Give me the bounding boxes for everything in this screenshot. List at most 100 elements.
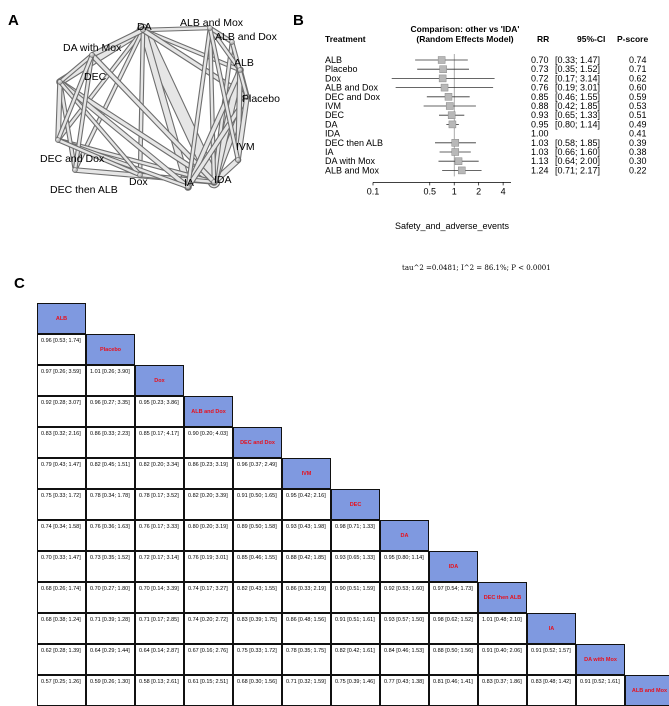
network-node: [57, 79, 63, 85]
network-edge-highlight: [208, 26, 216, 184]
league-cell: 0.78 [0.17; 3.52]: [135, 489, 184, 520]
forest-row-pscore: 0.22: [629, 165, 647, 175]
league-empty-cell: [576, 334, 625, 365]
league-cell: 0.91 [0.52; 1.61]: [576, 675, 625, 706]
league-cell: 0.96 [0.37; 2.49]: [233, 458, 282, 489]
league-row: 0.70 [0.33; 1.47]0.73 [0.35; 1.52]0.72 […: [37, 551, 669, 582]
forest-plot: Treatment Comparison: other vs 'IDA' (Ra…: [325, 24, 648, 231]
league-empty-cell: [331, 458, 380, 489]
network-node-label: IVM: [236, 141, 255, 153]
league-cell: 0.76 [0.36; 1.63]: [86, 520, 135, 551]
league-row: 0.68 [0.38; 1.24]0.71 [0.39; 1.28]0.71 […: [37, 613, 669, 644]
league-cell: 0.76 [0.17; 3.33]: [135, 520, 184, 551]
league-cell: 0.96 [0.27; 3.35]: [86, 396, 135, 427]
forest-point: [438, 74, 447, 83]
league-empty-cell: [380, 303, 429, 334]
league-empty-cell: [625, 582, 669, 613]
league-empty-cell: [135, 303, 184, 334]
league-empty-cell: [429, 303, 478, 334]
league-cell: 0.71 [0.39; 1.28]: [86, 613, 135, 644]
league-cell: 0.68 [0.30; 1.56]: [233, 675, 282, 706]
league-cell: 0.89 [0.50; 1.58]: [233, 520, 282, 551]
league-cell: 0.64 [0.29; 1.44]: [86, 644, 135, 675]
league-empty-cell: [478, 303, 527, 334]
forest-point: [451, 139, 460, 147]
league-cell: 0.84 [0.46; 1.53]: [380, 644, 429, 675]
league-empty-cell: [478, 427, 527, 458]
forest-row-treatment: IVM: [325, 101, 341, 111]
forest-row-pscore: 0.30: [629, 156, 647, 166]
league-treatment-header: DEC then ALB: [478, 582, 527, 613]
network-edge-highlight: [56, 28, 145, 142]
league-cell: 0.85 [0.17; 4.17]: [135, 427, 184, 458]
league-empty-cell: [625, 365, 669, 396]
league-empty-cell: [527, 303, 576, 334]
forest-point: [447, 111, 456, 119]
league-cell: 0.81 [0.46; 1.41]: [429, 675, 478, 706]
league-empty-cell: [576, 520, 625, 551]
league-cell: 0.85 [0.46; 1.55]: [233, 551, 282, 582]
league-cell: 0.70 [0.33; 1.47]: [37, 551, 86, 582]
network-edge-highlight: [58, 53, 94, 84]
network-node: [140, 27, 146, 33]
forest-row-ci: [0.80; 1.14]: [555, 119, 600, 129]
league-cell: 0.73 [0.35; 1.52]: [86, 551, 135, 582]
league-empty-cell: [429, 489, 478, 520]
forest-x-tick-label: 1: [452, 186, 457, 196]
network-nodes: [55, 25, 250, 190]
league-empty-cell: [429, 334, 478, 365]
forest-row-rr: 0.93: [531, 110, 549, 120]
league-empty-cell: [282, 427, 331, 458]
network-edge-highlight: [56, 138, 142, 177]
forest-row-ci: [0.58; 1.85]: [555, 138, 600, 148]
league-empty-cell: [233, 334, 282, 365]
forest-row-ci: [0.71; 2.17]: [555, 165, 600, 175]
forest-row-ci: [0.42; 1.85]: [555, 101, 600, 111]
league-empty-cell: [331, 334, 380, 365]
league-cell: 0.83 [0.48; 1.42]: [527, 675, 576, 706]
network-node-label: DEC then ALB: [50, 184, 118, 196]
league-empty-cell: [625, 396, 669, 427]
forest-row-treatment: DEC and Dox: [325, 92, 381, 102]
league-empty-cell: [282, 303, 331, 334]
network-edges: [55, 23, 251, 191]
league-cell: 0.86 [0.33; 2.19]: [282, 582, 331, 613]
forest-point: [445, 102, 454, 110]
league-empty-cell: [576, 427, 625, 458]
league-empty-cell: [380, 458, 429, 489]
forest-header-model: (Random Effects Model): [416, 34, 513, 44]
league-treatment-header: DA: [380, 520, 429, 551]
forest-row-pscore: 0.53: [629, 101, 647, 111]
forest-row-pscore: 0.60: [629, 83, 647, 93]
league-empty-cell: [429, 396, 478, 427]
league-treatment-header: ALB: [37, 303, 86, 334]
league-cell: 0.92 [0.28; 3.07]: [37, 396, 86, 427]
league-cell: 0.68 [0.38; 1.24]: [37, 613, 86, 644]
league-empty-cell: [625, 551, 669, 582]
forest-header-treatment: Treatment: [325, 34, 366, 44]
league-cell: 0.62 [0.28; 1.39]: [37, 644, 86, 675]
forest-row-rr: 1.03: [531, 147, 549, 157]
league-empty-cell: [576, 613, 625, 644]
league-cell: 0.93 [0.43; 1.98]: [282, 520, 331, 551]
network-node-label: DEC: [84, 71, 107, 83]
forest-header-rr: RR: [537, 34, 549, 44]
league-cell: 0.91 [0.52; 1.57]: [527, 644, 576, 675]
network-node: [72, 167, 78, 173]
league-cell: 0.70 [0.27; 1.80]: [86, 582, 135, 613]
league-cell: 0.83 [0.32; 2.16]: [37, 427, 86, 458]
league-cell: 0.74 [0.17; 3.27]: [184, 582, 233, 613]
forest-row-treatment: DEC: [325, 110, 345, 120]
league-row: 0.68 [0.26; 1.74]0.70 [0.27; 1.80]0.70 […: [37, 582, 669, 613]
league-empty-cell: [625, 644, 669, 675]
league-cell: 0.68 [0.26; 1.74]: [37, 582, 86, 613]
league-cell: 0.77 [0.43; 1.38]: [380, 675, 429, 706]
league-treatment-header: IDA: [429, 551, 478, 582]
network-node-label: DA with Mox: [63, 42, 122, 54]
league-cell: 0.75 [0.33; 1.72]: [233, 644, 282, 675]
forest-row-pscore: 0.74: [629, 55, 647, 65]
forest-row-treatment: DA with Mox: [325, 156, 376, 166]
forest-row-rr: 0.70: [531, 55, 549, 65]
